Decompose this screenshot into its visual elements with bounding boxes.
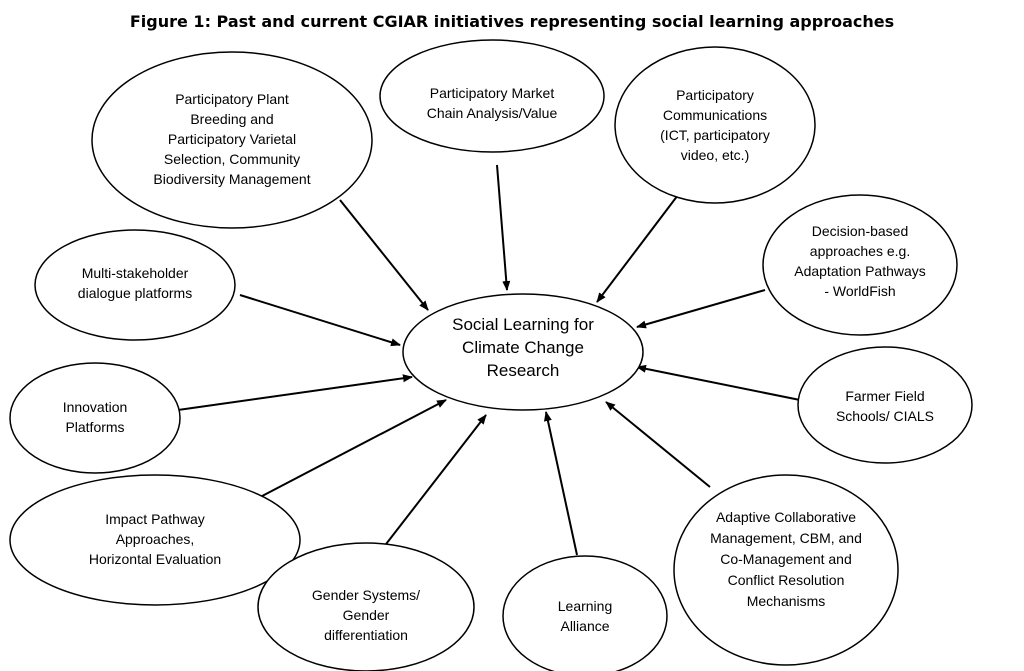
- node-label-line: Social Learning for: [452, 315, 594, 334]
- node-label-line: (ICT, participatory: [660, 127, 770, 143]
- node-label-line: Participatory Plant: [175, 91, 289, 107]
- arrow-decision-based-approaches-to-center: [636, 289, 766, 329]
- node-label-line: dialogue platforms: [78, 285, 192, 301]
- gender-systems-ellipse: [257, 542, 475, 671]
- node-label-line: Innovation: [63, 399, 128, 415]
- learning-alliance-ellipse: [502, 555, 668, 671]
- node-label-line: Selection, Community: [164, 151, 300, 167]
- node-label-line: Horizontal Evaluation: [89, 551, 221, 567]
- node-label-line: Alliance: [560, 618, 609, 634]
- arrow-participatory-market-chain-to-center: [496, 164, 511, 291]
- node-label-line: Approaches,: [116, 531, 195, 547]
- arrow-learning-alliance-to-center: [543, 411, 578, 556]
- node-label-line: Participatory: [676, 87, 754, 103]
- arrow-innovation-platforms-to-center: [177, 374, 413, 411]
- center-ellipse: [402, 293, 644, 411]
- node-label-line: approaches e.g.: [810, 243, 910, 259]
- arrow-participatory-plant-breeding-to-center: [339, 199, 429, 311]
- node-label-line: - WorldFish: [824, 283, 895, 299]
- node-label-line: differentiation: [324, 627, 408, 643]
- participatory-plant-breeding-ellipse: [91, 51, 373, 229]
- arrow-farmer-field-schools-to-center: [636, 364, 801, 401]
- multi-stakeholder-platforms-ellipse: [34, 229, 236, 341]
- node-multi-stakeholder-platforms: Multi-stakeholder dialogue platforms: [34, 229, 236, 341]
- node-label-line: Biodiversity Management: [153, 171, 310, 187]
- node-label-line: Impact Pathway: [105, 511, 205, 527]
- arrow-adaptive-collaborative-management-to-center: [605, 401, 711, 488]
- node-label-line: Chain Analysis/Value: [427, 105, 558, 121]
- node-label-line: Conflict Resolution: [728, 572, 845, 588]
- node-label-line: video, etc.): [681, 147, 749, 163]
- node-label-line: Participatory Varietal: [168, 131, 296, 147]
- node-label-line: Adaptive Collaborative: [716, 509, 856, 525]
- node-label-line: Management, CBM, and: [710, 530, 862, 546]
- node-label-line: Farmer Field: [845, 388, 924, 404]
- node-label-line: Platforms: [65, 419, 124, 435]
- node-gender-systems: Gender Systems/Gender differentiation: [257, 542, 475, 671]
- node-label-line: Participatory Market: [430, 85, 555, 101]
- figure-title: Figure 1: Past and current CGIAR initiat…: [129, 12, 895, 31]
- adaptive-collaborative-management-ellipse: [673, 474, 899, 666]
- node-label-line: Adaptation Pathways: [794, 263, 926, 279]
- arrow-participatory-communications-to-center: [596, 194, 679, 303]
- node-label-line: Multi-stakeholder: [82, 265, 189, 281]
- node-label-line: Research: [487, 361, 560, 380]
- node-label-line: Co-Management and: [720, 551, 852, 567]
- innovation-platforms-ellipse: [9, 362, 181, 474]
- node-label-line: Breeding and: [190, 111, 273, 127]
- impact-pathway-approaches-ellipse: [9, 474, 301, 606]
- node-label-line: Mechanisms: [747, 593, 826, 609]
- arrow-multi-stakeholder-platforms-to-center: [239, 294, 401, 347]
- participatory-market-chain-ellipse: [379, 39, 605, 153]
- arrow-impact-pathway-approaches-to-center: [244, 399, 447, 506]
- node-label-line: Decision-based: [812, 223, 909, 239]
- node-decision-based-approaches: Decision-based approaches e.g. Adaptation …: [762, 194, 958, 336]
- node-label-line: Gender Systems/: [312, 587, 420, 603]
- node-label-line: Schools/ CIALS: [836, 408, 934, 424]
- arrow-gender-systems-to-center: [382, 414, 487, 549]
- node-label-line: Communications: [663, 107, 767, 123]
- participatory-communications-ellipse: [614, 46, 816, 204]
- farmer-field-schools-ellipse: [797, 346, 973, 464]
- decision-based-approaches-ellipse: [762, 194, 958, 336]
- node-label-line: Gender: [343, 607, 390, 623]
- node-label-line: Climate Change: [462, 338, 584, 357]
- node-label-line: Learning: [558, 598, 613, 614]
